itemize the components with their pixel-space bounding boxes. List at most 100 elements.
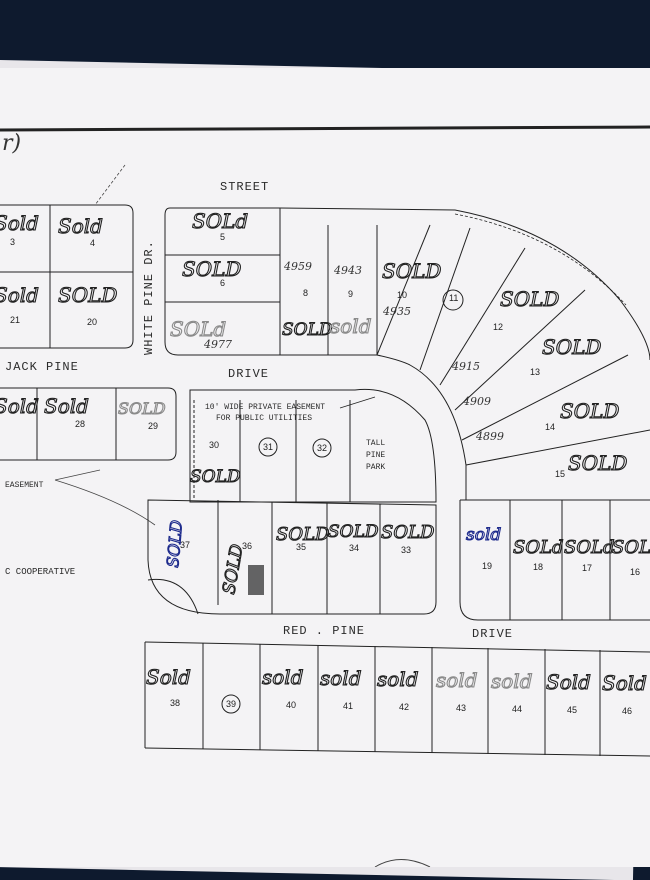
lot-39-circle — [221, 694, 241, 714]
corner-mark: r) — [2, 131, 21, 156]
sold-mark-lot-5: SOLd — [192, 209, 248, 233]
lot-37: 37 — [180, 540, 190, 550]
lot-3: 3 — [10, 237, 15, 247]
sold-mark-lot-16: SOLd — [612, 537, 650, 558]
lot-15: 15 — [555, 469, 565, 479]
sold-mark-lot-18: SOLd — [513, 537, 564, 558]
sold-mark-lot-30: SOLD — [190, 467, 241, 487]
sold-mark-lot-3: Sold — [0, 211, 39, 235]
lot-31: 31 — [263, 442, 273, 452]
address-4977: 4977 — [203, 338, 232, 351]
block-lots-30-32-park — [189, 388, 437, 503]
sold-mark-lot-43: sold — [436, 668, 478, 692]
address-4899: 4899 — [475, 430, 504, 443]
lot-45: 45 — [567, 705, 577, 715]
sold-mark-lot-27: Sold — [0, 394, 39, 418]
sold-mark-lot-12: SOLD — [500, 287, 559, 311]
easement-note-line1: 10' WIDE PRIVATE EASEMENT — [205, 403, 325, 412]
block-lots-38-46 — [144, 641, 650, 757]
lot-39: 39 — [226, 699, 236, 709]
address-4935: 4935 — [382, 305, 411, 318]
lot-13: 13 — [530, 367, 540, 377]
lot-10: 10 — [397, 290, 407, 300]
seal-stamp — [374, 859, 431, 867]
cooperative-label: C COOPERATIVE — [5, 567, 75, 577]
sold-mark-lot-13: SOLD — [542, 335, 601, 359]
lot-20: 20 — [87, 317, 97, 327]
lot-numbers: 3 4 5 6 8 9 10 11 12 13 14 15 16 17 18 1… — [10, 232, 640, 716]
street-label-jack-pine: JACK PINE — [5, 360, 79, 374]
lot-33: 33 — [401, 545, 411, 555]
sold-mark-lot-46: Sold — [602, 671, 647, 695]
block-lots-33-37 — [147, 499, 437, 615]
sold-mark-lot-45: Sold — [546, 670, 591, 694]
sold-mark-lot-17: SOLd — [564, 537, 615, 558]
address-4915: 4915 — [451, 360, 480, 373]
lot-11: 11 — [449, 293, 458, 303]
sold-mark-lot-4: Sold — [58, 214, 103, 238]
lot-41: 41 — [343, 701, 353, 711]
lot-30: 30 — [209, 440, 219, 450]
lot-31-circle — [258, 437, 278, 457]
lot-38: 38 — [170, 698, 180, 708]
lot-11-circle — [442, 289, 464, 311]
sold-mark-lot-19: sold — [466, 525, 501, 545]
block-lots-28-29 — [0, 387, 177, 461]
lot-43: 43 — [456, 703, 466, 713]
sold-mark-lot-20: SOLD — [58, 283, 117, 307]
sold-mark-lot-7: SOLd — [170, 317, 226, 341]
sold-mark-lot-10: SOLD — [382, 259, 441, 283]
lot-8: 8 — [303, 288, 308, 298]
sold-mark-lot-40: sold — [262, 665, 304, 689]
easement-leader — [54, 469, 156, 526]
lot-5: 5 — [220, 232, 225, 242]
sold-mark-lot-42: sold — [377, 667, 419, 691]
leader-line — [94, 164, 126, 206]
lot-4: 4 — [90, 238, 95, 248]
easement-arrow — [339, 396, 376, 409]
park-label-pine: PINE — [366, 451, 385, 460]
sold-mark-lot-28: Sold — [44, 394, 89, 418]
block-lots-5-7 — [164, 207, 281, 356]
lot-9: 9 — [348, 289, 353, 299]
lot-21: 21 — [10, 315, 20, 325]
plat-map-sheet — [0, 68, 650, 867]
street-label-red-pine: RED . PINE — [283, 624, 365, 638]
lot-28: 28 — [75, 419, 85, 429]
lot-32-circle — [312, 438, 332, 458]
sold-mark-lot-21: Sold — [0, 283, 39, 307]
lot-16: 16 — [630, 567, 640, 577]
lot-36: 36 — [242, 541, 252, 551]
park-label-park: PARK — [366, 463, 385, 472]
street-label-drive-upper: DRIVE — [228, 367, 269, 381]
sold-mark-lot-38: Sold — [146, 665, 191, 689]
handwritten-sold-marks: Sold Sold SOLd SOLD SOLd 4977 4959 4943 … — [0, 208, 650, 695]
lot-35: 35 — [296, 542, 306, 552]
lot-14: 14 — [545, 422, 555, 432]
address-4959: 4959 — [283, 260, 312, 273]
sold-mark-lot-29: SOLD — [118, 399, 166, 418]
lot-44: 44 — [512, 704, 522, 714]
sold-mark-lot-37: SOLD — [163, 519, 186, 568]
lot-12: 12 — [493, 322, 503, 332]
sold-mark-lot-14: SOLD — [560, 399, 619, 423]
block-west — [0, 204, 134, 349]
sold-mark-lot-35: SOLD — [276, 524, 330, 545]
sold-mark-lot-44: sold — [491, 669, 533, 693]
sold-mark-lot-36: SOLD — [219, 542, 248, 596]
block-lots-8-15 — [279, 207, 650, 500]
lot-6: 6 — [220, 278, 225, 288]
sold-mark-lot-15: SOLD — [568, 451, 627, 475]
address-4943: 4943 — [333, 264, 362, 277]
address-4909: 4909 — [462, 395, 491, 408]
easement-note-line2: FOR PUBLIC UTILITIES — [216, 414, 312, 423]
sold-mark-lot-8: SOLD — [282, 320, 333, 340]
sold-mark-lot-34: SOLD — [328, 522, 379, 542]
easement-label-left: EASEMENT — [5, 481, 44, 490]
top-border-line — [0, 125, 650, 132]
lot-32: 32 — [317, 443, 327, 453]
scribble-mark — [248, 565, 264, 595]
lot-40: 40 — [286, 700, 296, 710]
street-label-white-pine: WHITE PINE DR. — [142, 240, 156, 355]
